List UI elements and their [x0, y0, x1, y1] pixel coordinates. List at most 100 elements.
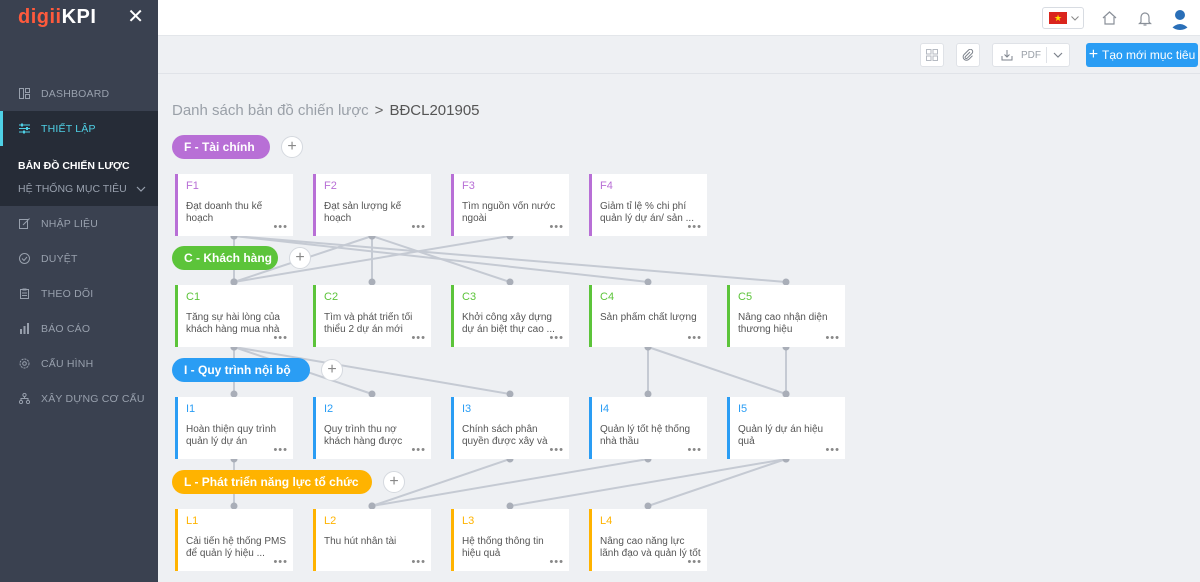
- more-menu-icon[interactable]: •••: [273, 444, 288, 456]
- strategy-link: [371, 235, 511, 283]
- objective-title: Khởi công xây dựng dự án biệt thự cao ..…: [462, 312, 555, 335]
- sidebar-item-reports[interactable]: BÁO CÁO: [0, 311, 158, 346]
- objective-title: Tìm và phát triển tối thiểu 2 dự án mới: [324, 312, 413, 335]
- objective-code: C5: [738, 291, 753, 303]
- objective-title: Thu hút nhân tài: [324, 536, 397, 547]
- paperclip-icon: [962, 49, 974, 61]
- more-menu-icon[interactable]: •••: [549, 444, 564, 456]
- objective-card-l3[interactable]: L3 Hệ thống thông tin hiệu quả •••: [451, 509, 569, 571]
- sidebar-item-tracking[interactable]: THEO DÕI: [0, 276, 158, 311]
- objective-code: I2: [324, 403, 334, 415]
- sidebar-item-label: BÁO CÁO: [41, 322, 91, 335]
- more-menu-icon[interactable]: •••: [411, 221, 426, 233]
- avatar[interactable]: [1168, 6, 1192, 30]
- sidebar-item-structure[interactable]: XÂY DỰNG CƠ CẤU: [0, 381, 158, 416]
- sidebar-item-data-entry[interactable]: NHẬP LIỆU: [0, 206, 158, 241]
- group-pill-l[interactable]: L - Phát triển năng lực tổ chức: [172, 470, 372, 494]
- objective-title: Hệ thống thông tin hiệu quả: [462, 536, 544, 559]
- group-pill-f[interactable]: F - Tài chính: [172, 135, 270, 159]
- sidebar-item-label: DASHBOARD: [41, 87, 110, 100]
- export-pdf-button[interactable]: PDF: [992, 43, 1070, 67]
- objective-title: Nâng cao nhận diện thương hiệu: [738, 312, 828, 335]
- objective-code: F2: [324, 180, 337, 192]
- submenu-label: BẢN ĐỒ CHIẾN LƯỢC: [18, 159, 130, 172]
- more-menu-icon[interactable]: •••: [825, 444, 840, 456]
- bell-icon[interactable]: [1136, 9, 1154, 27]
- chevron-down-icon: [1071, 13, 1079, 23]
- logo-bar: digiiKPI ✕: [0, 0, 158, 34]
- more-menu-icon[interactable]: •••: [273, 332, 288, 344]
- group-pill-c[interactable]: C - Khách hàng: [172, 246, 278, 270]
- more-menu-icon[interactable]: •••: [825, 332, 840, 344]
- more-menu-icon[interactable]: •••: [411, 556, 426, 568]
- chevron-down-icon: [136, 183, 146, 195]
- plus-icon: +: [1088, 46, 1099, 63]
- submenu-strategy-map[interactable]: BẢN ĐỒ CHIẾN LƯỢC: [0, 154, 158, 177]
- add-objective-button-l[interactable]: +: [383, 471, 405, 493]
- gear-icon: [18, 358, 30, 370]
- close-sidebar-icon[interactable]: ✕: [127, 6, 144, 28]
- submenu-objectives[interactable]: HỆ THỐNG MỤC TIÊU: [0, 177, 158, 200]
- topbar: ★: [158, 0, 1200, 36]
- more-menu-icon[interactable]: •••: [411, 444, 426, 456]
- org-chart-icon: [18, 393, 30, 405]
- add-objective-button-f[interactable]: +: [281, 136, 303, 158]
- sidebar-item-approve[interactable]: DUYỆT: [0, 241, 158, 276]
- sidebar-item-dashboard[interactable]: DASHBOARD: [0, 76, 158, 111]
- more-menu-icon[interactable]: •••: [687, 332, 702, 344]
- chevron-down-icon[interactable]: [1053, 50, 1063, 61]
- more-menu-icon[interactable]: •••: [273, 556, 288, 568]
- submenu-label: HỆ THỐNG MỤC TIÊU: [18, 182, 127, 195]
- more-menu-icon[interactable]: •••: [687, 556, 702, 568]
- sidebar-item-config[interactable]: CẤU HÌNH: [0, 346, 158, 381]
- add-objective-button-c[interactable]: +: [289, 247, 311, 269]
- group-pill-i[interactable]: I - Quy trình nội bộ: [172, 358, 310, 382]
- more-menu-icon[interactable]: •••: [411, 332, 426, 344]
- app-logo[interactable]: digiiKPI: [18, 6, 96, 29]
- more-menu-icon[interactable]: •••: [687, 444, 702, 456]
- more-menu-icon[interactable]: •••: [549, 332, 564, 344]
- home-icon[interactable]: [1100, 9, 1118, 27]
- create-objective-button[interactable]: + Tạo mới mục tiêu: [1086, 43, 1198, 67]
- objective-title: Đạt sản lượng kế hoạch: [324, 201, 402, 224]
- sidebar-item-label: THIẾT LẬP: [41, 122, 96, 135]
- divider: [1046, 47, 1047, 63]
- attach-button[interactable]: [956, 43, 980, 67]
- objective-code: L3: [462, 515, 475, 527]
- objective-code: I1: [186, 403, 196, 415]
- clipboard-icon: [18, 288, 30, 300]
- language-select[interactable]: ★: [1042, 7, 1084, 29]
- more-menu-icon[interactable]: •••: [687, 221, 702, 233]
- download-icon: [1001, 50, 1013, 61]
- more-menu-icon[interactable]: •••: [273, 221, 288, 233]
- add-objective-button-i[interactable]: +: [321, 359, 343, 381]
- more-menu-icon[interactable]: •••: [549, 221, 564, 233]
- objective-code: F4: [600, 180, 613, 192]
- sidebar-item-settings[interactable]: THIẾT LẬP: [0, 111, 158, 146]
- strategy-link: [647, 458, 787, 507]
- more-menu-icon[interactable]: •••: [549, 556, 564, 568]
- breadcrumb-parent[interactable]: Danh sách bản đồ chiến lược: [172, 102, 369, 119]
- objective-code: F3: [462, 180, 475, 192]
- objective-title: Hoàn thiện quy trình quản lý dự án: [186, 424, 277, 447]
- objective-code: I3: [462, 403, 472, 415]
- grid-view-button[interactable]: [920, 43, 944, 67]
- objective-title: Quy trình thu nợ khách hàng được hoàn ..…: [324, 424, 403, 447]
